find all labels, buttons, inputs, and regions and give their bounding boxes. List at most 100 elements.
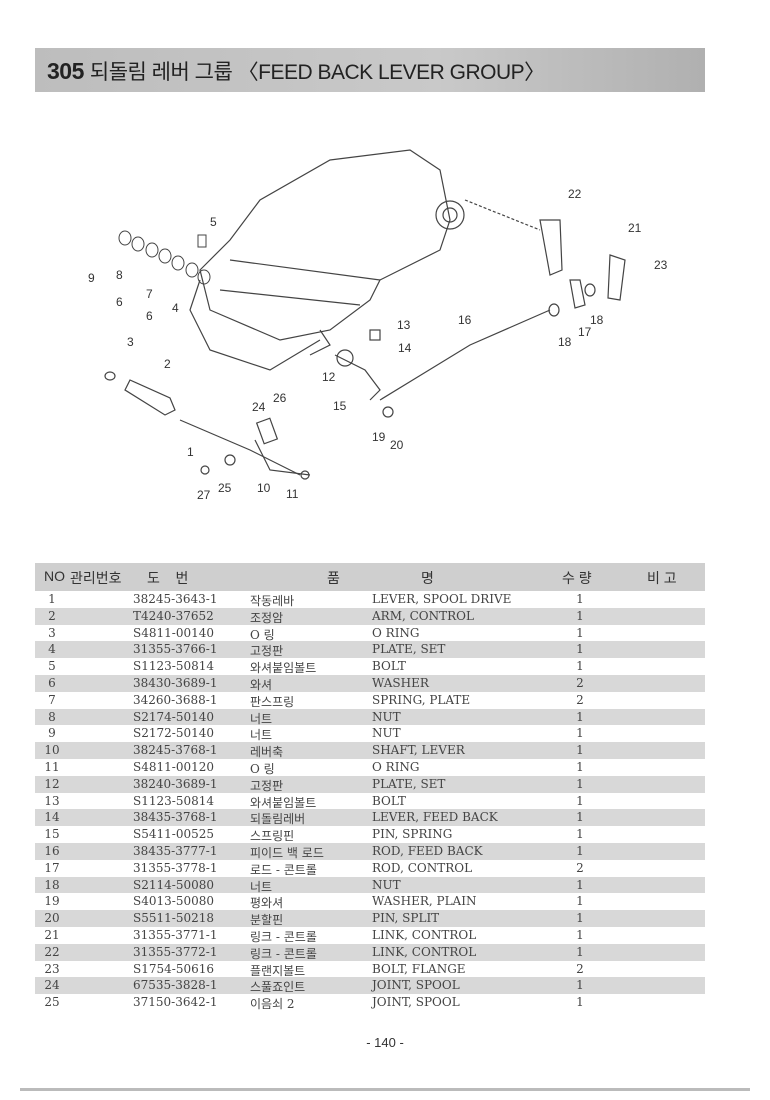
callout-label: 2 [164,357,171,371]
callout-label: 19 [372,430,386,444]
header-name-part2: 명 [421,570,434,586]
quantity: 2 [576,961,584,976]
korean-name: 너트 [250,879,273,894]
korean-name: 와셔붙임볼트 [250,795,317,810]
part-number: 37150-3642-1 [133,995,218,1010]
item-number: 17 [44,860,60,875]
item-number: 9 [48,726,56,741]
callout-label: 22 [568,187,582,201]
feedback-rod [334,309,551,418]
part-number: S4811-00120 [133,759,214,774]
english-name: ROD, CONTROL [372,860,473,875]
item-number: 18 [44,877,60,892]
english-name: JOINT, SPOOL [372,995,460,1010]
quantity: 1 [576,894,584,909]
quantity: 1 [576,659,584,674]
english-name: WASHER, PLAIN [372,894,477,909]
part-number: S1123-50814 [133,793,214,808]
english-name: LEVER, SPOOL DRIVE [372,592,512,606]
part-number: S1123-50814 [133,659,214,674]
quantity: 1 [576,995,584,1010]
washer-stack [118,230,211,285]
part-number: 34260-3688-1 [133,692,218,707]
korean-name: 작동레바 [250,594,295,608]
callout-label: 4 [172,301,179,315]
quantity: 1 [576,793,584,808]
page-number: - 140 - [366,1035,404,1050]
item-number: 6 [48,675,56,690]
item-number: 1 [48,592,56,606]
item-number: 3 [48,625,56,640]
callout-label: 23 [654,258,668,272]
exploded-parts-diagram: 22 21 23 5 9 8 6 7 6 4 13 16 18 17 18 3 … [88,149,668,502]
item-number: 21 [44,927,60,942]
callout-label: 17 [578,325,592,339]
callout-label: 7 [146,287,153,301]
english-name: O RING [372,625,420,640]
callout-label: 18 [590,313,604,327]
item-number: 15 [44,827,60,842]
item-number: 10 [44,743,60,758]
korean-name: 고정판 [250,644,284,659]
part-number: 31355-3766-1 [133,642,218,657]
callout-label: 20 [390,438,404,452]
scan-edge-line [20,1088,750,1091]
item-number: 23 [44,961,60,976]
callout-labels: 22 21 23 5 9 8 6 7 6 4 13 16 18 17 18 3 … [88,187,668,502]
korean-name: 판스프링 [250,694,295,709]
callout-label: 8 [116,268,123,282]
english-name: PLATE, SET [372,776,446,791]
quantity: 1 [576,776,584,791]
korean-name: 로드 - 콘트롤 [250,862,317,877]
part-number: S1754-50616 [133,961,214,976]
korean-name: 너트 [250,711,273,726]
part-number: 38430-3689-1 [133,675,218,690]
item-number: 25 [44,995,60,1010]
callout-label: 13 [397,318,411,332]
english-name: LEVER, FEED BACK [372,810,498,825]
quantity: 1 [576,726,584,741]
english-name: BOLT [372,793,406,808]
callout-label: 3 [127,335,134,349]
quantity: 1 [576,927,584,942]
korean-name: 레버축 [250,745,284,760]
part-number: 38435-3768-1 [133,810,218,825]
callout-label: 18 [558,335,572,349]
english-name: LINK, CONTROL [372,944,477,959]
control-links [464,199,626,317]
header-mgmt-number: 관리번호 [70,570,122,586]
callout-label: 12 [322,370,336,384]
korean-name: 링크 - 콘트롤 [250,929,317,944]
item-number: 20 [44,911,60,926]
quantity: 1 [576,759,584,774]
quantity: 1 [576,608,584,623]
english-name: ARM, CONTROL [372,608,474,623]
item-number: 8 [48,709,56,724]
korean-name: O 링 [250,761,275,776]
quantity: 1 [576,625,584,640]
part-number: S2174-50140 [133,709,214,724]
part-number: S4811-00140 [133,625,214,640]
part-number: 38435-3777-1 [133,843,218,858]
english-name: PIN, SPLIT [372,911,440,926]
english-name: O RING [372,759,420,774]
korean-name: 플랜지볼트 [250,963,306,978]
item-number: 4 [48,642,56,657]
